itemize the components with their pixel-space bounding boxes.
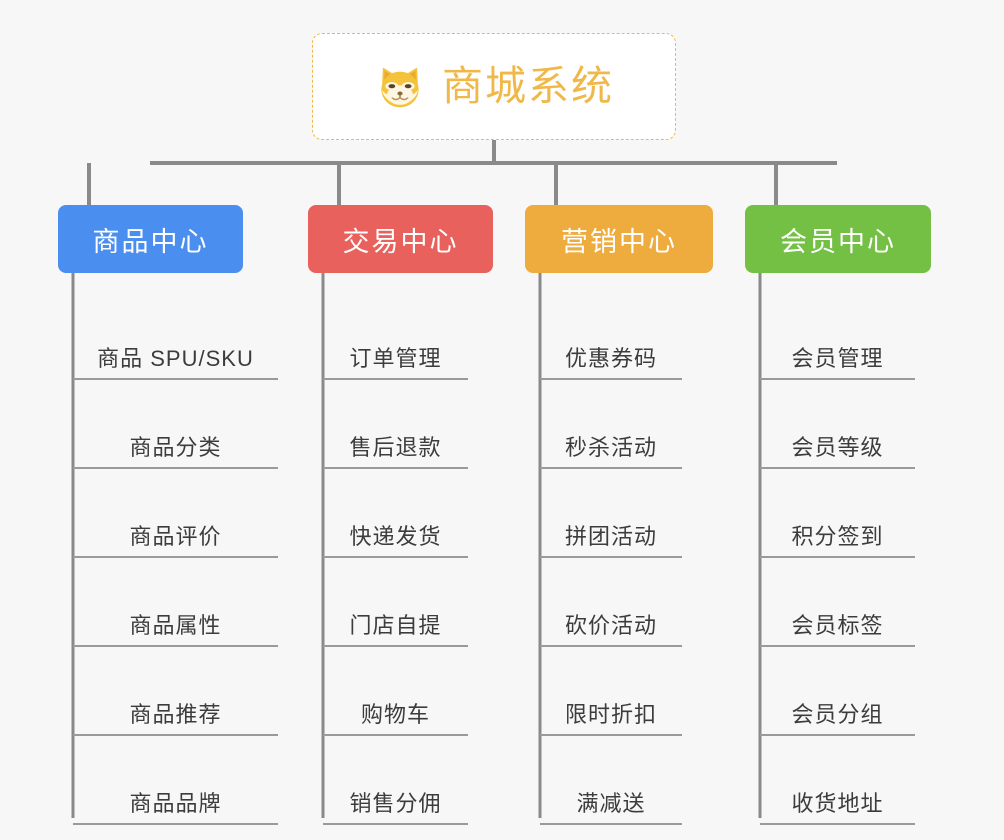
leaf-item[interactable]: 秒杀活动 bbox=[540, 379, 682, 468]
leaf-item-label: 商品分类 bbox=[129, 435, 222, 460]
leaf-item-label: 购物车 bbox=[360, 702, 430, 727]
branch-header-4[interactable]: 会员中心 bbox=[745, 205, 931, 273]
leaf-item[interactable]: 拼团活动 bbox=[540, 468, 682, 557]
leaf-item[interactable]: 会员标签 bbox=[760, 557, 915, 646]
leaf-item-label: 快递发货 bbox=[349, 524, 442, 549]
leaf-item-label: 优惠券码 bbox=[564, 346, 657, 371]
branch-header-label: 会员中心 bbox=[780, 226, 896, 257]
leaf-item[interactable]: 订单管理 bbox=[323, 290, 468, 379]
leaf-item-label: 商品品牌 bbox=[129, 791, 222, 816]
branch-header-2[interactable]: 交易中心 bbox=[308, 205, 493, 273]
leaf-item-label: 门店自提 bbox=[349, 613, 442, 638]
leaf-item[interactable]: 砍价活动 bbox=[540, 557, 682, 646]
leaf-item[interactable]: 售后退款 bbox=[323, 379, 468, 468]
branch-header-1[interactable]: 商品中心 bbox=[58, 205, 243, 273]
leaf-item[interactable]: 门店自提 bbox=[323, 557, 468, 646]
leaf-item-label: 满减送 bbox=[576, 791, 646, 816]
leaf-item[interactable]: 商品分类 bbox=[73, 379, 278, 468]
leaf-item-label: 收货地址 bbox=[791, 791, 884, 816]
leaf-item[interactable]: 积分签到 bbox=[760, 468, 915, 557]
leaf-item-label: 商品评价 bbox=[129, 524, 222, 549]
branch-header-label: 商品中心 bbox=[92, 226, 209, 257]
leaf-item[interactable]: 购物车 bbox=[323, 646, 468, 735]
leaf-item[interactable]: 满减送 bbox=[540, 735, 682, 824]
root-node-mall-system[interactable]: 商城系统 bbox=[312, 33, 676, 140]
leaf-item-label: 商品 SPU/SKU bbox=[97, 346, 254, 371]
leaf-item-label: 商品属性 bbox=[129, 613, 222, 638]
leaf-item[interactable]: 商品 SPU/SKU bbox=[73, 290, 278, 379]
leaf-item[interactable]: 商品推荐 bbox=[73, 646, 278, 735]
leaf-item[interactable]: 会员等级 bbox=[760, 379, 915, 468]
leaf-item-label: 售后退款 bbox=[349, 435, 442, 460]
leaf-item-label: 积分签到 bbox=[791, 524, 884, 549]
leaf-item[interactable]: 会员分组 bbox=[760, 646, 915, 735]
leaf-item-label: 商品推荐 bbox=[129, 702, 222, 727]
shiba-dog-icon bbox=[381, 67, 419, 107]
leaf-item[interactable]: 商品评价 bbox=[73, 468, 278, 557]
leaf-item[interactable]: 快递发货 bbox=[323, 468, 468, 557]
leaf-item-label: 限时折扣 bbox=[564, 702, 657, 727]
leaf-item[interactable]: 商品品牌 bbox=[73, 735, 278, 824]
leaf-item[interactable]: 优惠券码 bbox=[540, 290, 682, 379]
leaf-item-label: 砍价活动 bbox=[564, 613, 657, 638]
leaf-item-label: 会员管理 bbox=[791, 346, 884, 371]
leaf-item-label: 拼团活动 bbox=[564, 524, 657, 549]
leaf-item[interactable]: 收货地址 bbox=[760, 735, 915, 824]
leaf-item[interactable]: 销售分佣 bbox=[323, 735, 468, 824]
leaf-item-label: 秒杀活动 bbox=[564, 435, 657, 460]
leaf-item[interactable]: 限时折扣 bbox=[540, 646, 682, 735]
leaf-item-label: 销售分佣 bbox=[349, 791, 442, 816]
branch-header-label: 营销中心 bbox=[561, 226, 677, 257]
leaf-item-label: 订单管理 bbox=[349, 346, 442, 371]
leaf-item-label: 会员分组 bbox=[791, 702, 884, 727]
leaf-item-label: 会员等级 bbox=[791, 435, 884, 460]
leaf-item-label: 会员标签 bbox=[791, 613, 884, 638]
leaf-item[interactable]: 商品属性 bbox=[73, 557, 278, 646]
branch-header-label: 交易中心 bbox=[342, 226, 459, 257]
leaf-item[interactable]: 会员管理 bbox=[760, 290, 915, 379]
root-title: 商城系统 bbox=[442, 63, 614, 109]
branch-header-3[interactable]: 营销中心 bbox=[525, 205, 713, 273]
